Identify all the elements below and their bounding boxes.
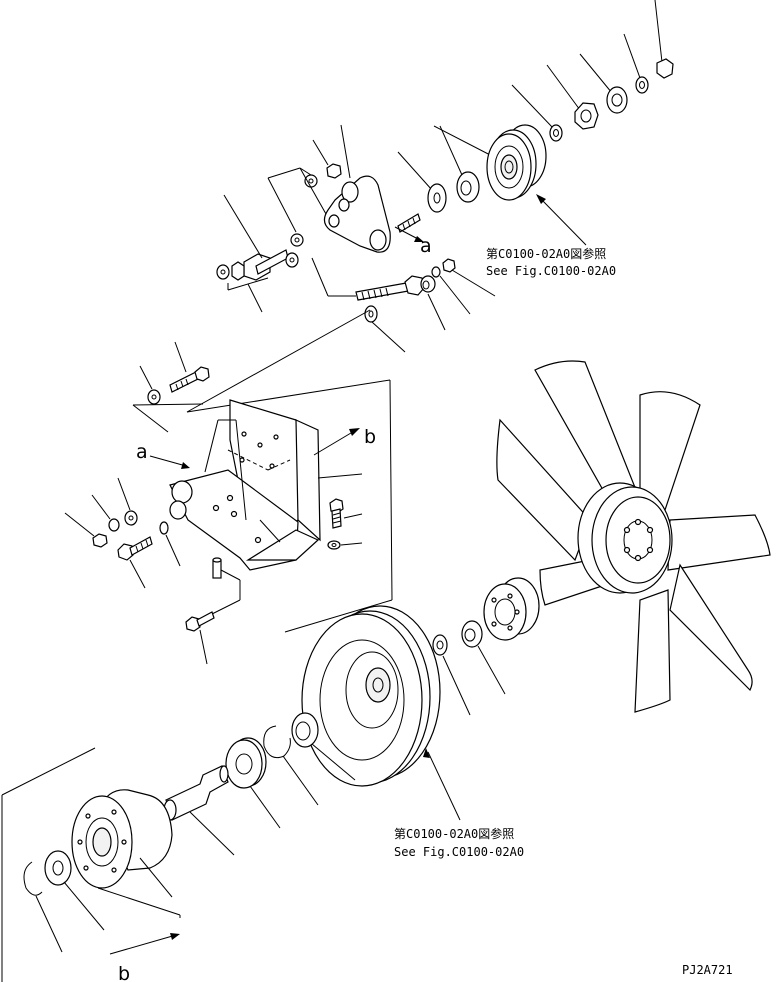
marker-b-lower: b bbox=[118, 963, 130, 982]
tension-pulley bbox=[486, 124, 547, 201]
oil-seal bbox=[291, 712, 319, 748]
bracket-lower-washer bbox=[159, 521, 169, 535]
upper-tensioner-assembly: a 第C0100-02A0図参照 See Fig.C0100-02A0 bbox=[186, 0, 674, 413]
spacer-collar bbox=[420, 275, 436, 293]
reference-lower-jp: 第C0100-02A0図参照 bbox=[394, 826, 514, 841]
reference-lower-en: See Fig.C0100-02A0 bbox=[394, 845, 524, 859]
hex-nut-top bbox=[656, 58, 674, 79]
spring-washer bbox=[606, 86, 628, 114]
bracket-side-bolt bbox=[329, 498, 344, 529]
crank-pulley bbox=[301, 605, 441, 787]
marker-a-lower: a bbox=[136, 441, 148, 463]
bearing-upper bbox=[456, 171, 480, 203]
tensioner-arm bbox=[323, 175, 421, 253]
reference-upper-jp: 第C0100-02A0図参照 bbox=[486, 246, 606, 261]
collar-nut bbox=[442, 258, 456, 273]
marker-a-upper: a bbox=[420, 235, 432, 257]
fan-spacer bbox=[483, 577, 540, 641]
main-bearing bbox=[225, 737, 267, 789]
mounting-bracket bbox=[169, 399, 321, 571]
bracket-assembly: b a bbox=[64, 341, 393, 665]
small-washer bbox=[549, 124, 563, 142]
shaft-housing bbox=[71, 789, 173, 889]
shaft bbox=[163, 765, 229, 821]
washer-top bbox=[635, 76, 649, 94]
cooling-fan bbox=[496, 360, 771, 713]
reference-upper-en: See Fig.C0100-02A0 bbox=[486, 264, 616, 278]
arm-washer-2 bbox=[290, 233, 304, 247]
bracket-nut-left bbox=[92, 533, 108, 548]
snap-ring-rear bbox=[23, 861, 43, 896]
marker-b-upper: b bbox=[364, 426, 376, 448]
bracket-side-washer bbox=[327, 540, 341, 550]
bracket-top-bolt bbox=[147, 366, 210, 405]
rear-bearing bbox=[44, 850, 72, 886]
arm-nut bbox=[326, 163, 342, 179]
bracket-spring-washer bbox=[124, 510, 138, 526]
bracket-bottom-bolt bbox=[185, 611, 215, 632]
collar-washer bbox=[431, 266, 441, 278]
dowel-pin bbox=[212, 557, 222, 579]
long-bolt bbox=[355, 275, 425, 301]
fan-collar bbox=[461, 620, 483, 648]
castle-nut bbox=[574, 102, 599, 130]
adjuster-block bbox=[216, 249, 289, 281]
fan-washer bbox=[432, 634, 448, 656]
sleeve bbox=[364, 305, 378, 323]
snap-ring-upper bbox=[263, 725, 291, 759]
bracket-lower-bolt bbox=[117, 536, 153, 561]
thrust-washer bbox=[427, 183, 447, 213]
adjuster-washer bbox=[285, 252, 299, 268]
bracket-washer-left bbox=[108, 518, 120, 532]
drawing-code: PJ2A721 bbox=[682, 963, 733, 977]
